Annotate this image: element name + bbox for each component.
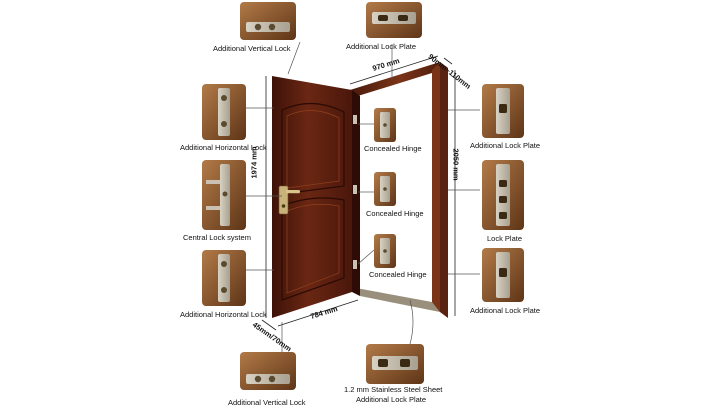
thumb-lock-plate-right [482, 160, 524, 230]
thumb-lock-plate-right-upper [482, 84, 524, 138]
label-additional-lock-plate-right-lower: Additional Lock Plate [470, 306, 541, 315]
label-stainless-sheet-line2: Additional Lock Plate [356, 395, 427, 404]
thumb-hinge-1 [374, 108, 396, 142]
label-lock-plate-right: Lock Plate [487, 234, 523, 243]
label-additional-vertical-lock-bottom: Additional Vertical Lock [228, 398, 306, 407]
label-concealed-hinge-1: Concealed Hinge [364, 144, 422, 153]
label-additional-lock-plate-top: Additional Lock Plate [346, 42, 417, 51]
dim-frame-height: 2050 mm [451, 148, 461, 181]
label-stainless-sheet-line1: 1.2 mm Stainless Steel Sheet [344, 385, 443, 394]
thumb-vertical-lock-top [240, 2, 296, 40]
leader-lines [246, 41, 480, 356]
door-frame [350, 62, 448, 318]
thumb-lock-plate-top [366, 2, 422, 38]
door-leaf [272, 76, 360, 318]
label-concealed-hinge-2: Concealed Hinge [366, 209, 424, 218]
thumb-lock-plate-right-lower [482, 248, 524, 302]
label-central-lock-system: Central Lock system [183, 233, 251, 242]
thumb-hinge-3 [374, 234, 396, 268]
thumb-horizontal-lock-upper [202, 84, 246, 140]
label-additional-vertical-lock-top: Additional Vertical Lock [213, 44, 291, 53]
dimension-lines [261, 55, 456, 331]
label-concealed-hinge-3: Concealed Hinge [369, 270, 427, 279]
thumb-vertical-lock-bottom [240, 352, 296, 390]
thumb-central-lock [202, 160, 246, 230]
thumb-hinge-2 [374, 172, 396, 206]
label-additional-horizontal-lock-lower: Additional Horizontal Lock [180, 310, 267, 319]
label-additional-horizontal-lock-upper: Additional Horizontal Lock [180, 143, 267, 152]
thumb-stainless-sheet [366, 344, 424, 384]
dim-door-height: 1974 mm [249, 146, 259, 179]
label-additional-lock-plate-right-upper: Additional Lock Plate [470, 141, 541, 150]
thumb-horizontal-lock-lower [202, 250, 246, 306]
